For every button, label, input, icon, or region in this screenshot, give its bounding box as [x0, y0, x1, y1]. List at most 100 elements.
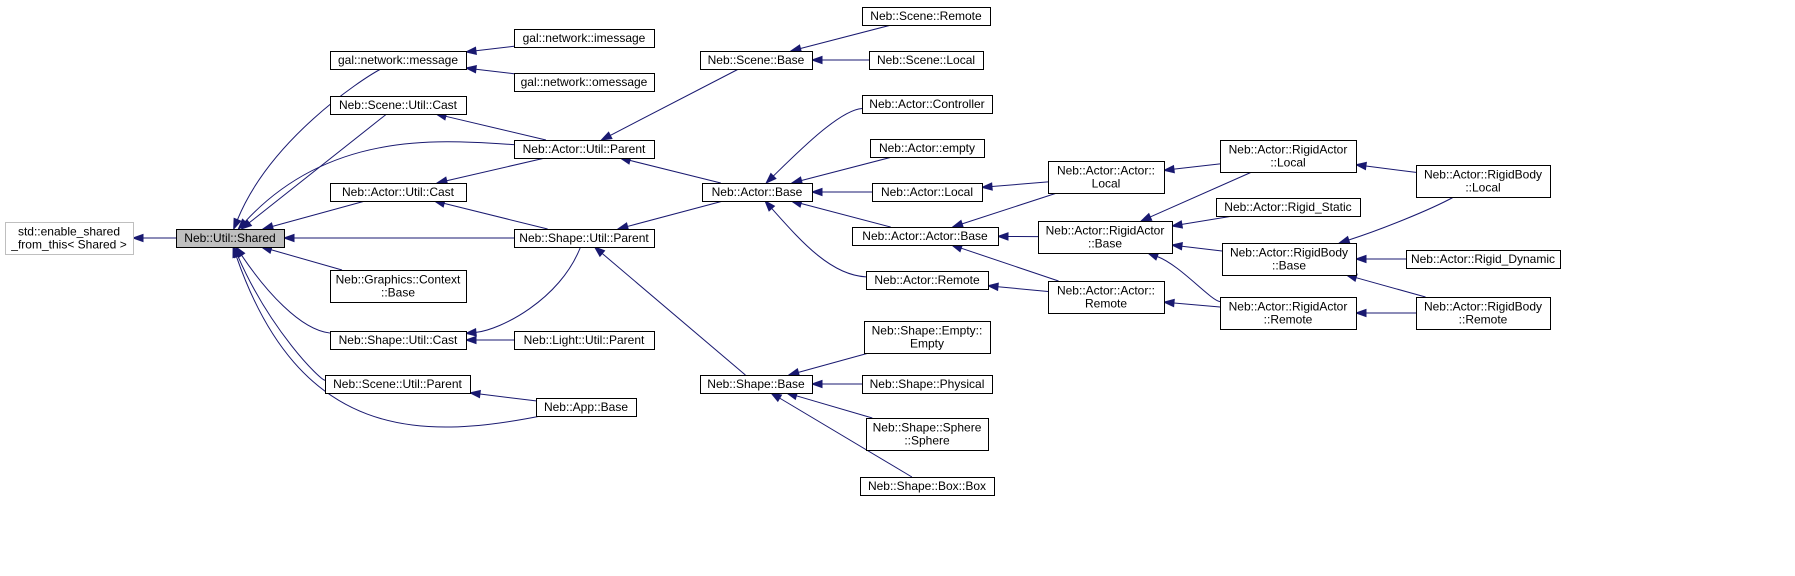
edge-line	[244, 141, 515, 223]
node-label: Neb::Actor::Remote	[874, 273, 980, 287]
edge-line	[443, 202, 548, 230]
class-node-app-base[interactable]: Neb::App::Base	[536, 398, 637, 417]
class-node-shape-parent[interactable]: Neb::Shape::Util::Parent	[514, 229, 655, 248]
class-node-shape-box[interactable]: Neb::Shape::Box::Box	[860, 477, 995, 496]
arrow-head	[810, 379, 823, 389]
node-label: Remote	[1085, 297, 1127, 311]
node-box	[702, 183, 813, 202]
class-node-rigidbody-remote[interactable]: Neb::Actor::RigidBody::Remote	[1416, 297, 1551, 330]
class-node-rigidbody-base[interactable]: Neb::Actor::RigidBody::Base	[1222, 243, 1357, 276]
class-node-shape-empty[interactable]: Neb::Shape::Empty::Empty	[864, 321, 991, 354]
class-node-actor-parent[interactable]: Neb::Actor::Util::Parent	[514, 140, 655, 159]
node-box	[1216, 198, 1361, 217]
node-label: Local	[1092, 177, 1121, 191]
edge-line	[1181, 215, 1234, 225]
node-label: std::enable_shared	[18, 225, 120, 239]
class-node-actor-base[interactable]: Neb::Actor::Base	[702, 183, 813, 202]
arrow-head	[131, 233, 144, 243]
class-node-rigid-dynamic[interactable]: Neb::Actor::Rigid_Dynamic	[1406, 250, 1561, 269]
edge-line	[601, 253, 746, 376]
class-node-shape-physical[interactable]: Neb::Shape::Physical	[862, 375, 993, 394]
node-box	[330, 270, 467, 303]
inheritance-edge-shape_box-to-shape_base	[769, 392, 913, 478]
node-label: Neb::Actor::Actor::	[1057, 284, 1155, 298]
node-box	[330, 331, 467, 350]
node-box	[1220, 140, 1357, 173]
node-label: Neb::Actor::RigidActor	[1046, 224, 1165, 238]
arrow-head	[810, 55, 823, 65]
class-node-shape-sphere[interactable]: Neb::Shape::Sphere::Sphere	[866, 418, 989, 451]
class-node-rigidactor-remote[interactable]: Neb::Actor::RigidActor::Remote	[1220, 297, 1357, 330]
inheritance-edge-actor_controller-to-actor_base	[765, 107, 863, 185]
class-node-rigid-static[interactable]: Neb::Actor::Rigid_Static	[1216, 198, 1361, 217]
node-box	[1416, 165, 1551, 198]
class-node-rigidactor-base[interactable]: Neb::Actor::RigidActor::Base	[1038, 221, 1173, 254]
class-node-enable-shared[interactable]: std::enable_shared_from_this< Shared >	[5, 222, 134, 255]
arrow-head	[789, 44, 803, 53]
class-node-gal-message[interactable]: gal::network::message	[330, 51, 467, 70]
inheritance-edge-gal_message-to-shared	[233, 68, 382, 231]
node-label: Neb::Actor::RigidBody	[1424, 168, 1542, 182]
class-node-actor-empty[interactable]: Neb::Actor::empty	[870, 139, 985, 158]
edge-line	[610, 68, 739, 136]
edge-line	[475, 68, 515, 75]
arrow-head	[1170, 220, 1184, 229]
node-box	[330, 183, 467, 202]
class-node-rigidbody-local[interactable]: Neb::Actor::RigidBody::Local	[1416, 165, 1551, 198]
edge-line	[1157, 256, 1221, 303]
inheritance-edge-actor_local-to-actor_base	[810, 187, 872, 197]
class-node-rigidactor-local[interactable]: Neb::Actor::RigidActor::Local	[1220, 140, 1357, 173]
class-node-actor-cast[interactable]: Neb::Actor::Util::Cast	[330, 183, 467, 202]
arrow-head	[980, 182, 993, 191]
inheritance-edge-gal_imessage-to-gal_message	[464, 45, 515, 56]
node-box	[514, 229, 655, 248]
class-node-shape-cast[interactable]: Neb::Shape::Util::Cast	[330, 331, 467, 350]
class-node-actor-actor-base[interactable]: Neb::Actor::Actor::Base	[852, 227, 999, 246]
node-label: ::Base	[381, 286, 415, 300]
node-box	[325, 375, 471, 394]
node-label: Neb::Actor::Rigid_Static	[1224, 200, 1351, 214]
class-node-actor-controller[interactable]: Neb::Actor::Controller	[862, 95, 993, 114]
node-label: Neb::Actor::RigidActor	[1229, 143, 1348, 157]
node-label: gal::network::imessage	[523, 31, 646, 45]
arrow-head	[600, 131, 613, 141]
arrow-head	[593, 246, 606, 258]
edges-layer	[131, 24, 1454, 478]
inheritance-edge-actor_actor_local-to-actor_local	[980, 181, 1049, 191]
node-box	[700, 51, 813, 70]
node-box	[176, 229, 285, 248]
node-box	[872, 183, 983, 202]
class-node-actor-remote[interactable]: Neb::Actor::Remote	[866, 271, 989, 290]
edge-line	[1348, 196, 1454, 241]
class-node-scene-parent[interactable]: Neb::Scene::Util::Parent	[325, 375, 471, 394]
class-node-shape-base[interactable]: Neb::Shape::Base	[700, 375, 813, 394]
class-node-scene-base[interactable]: Neb::Scene::Base	[700, 51, 813, 70]
inheritance-edge-scene_parent-to-shared	[233, 245, 326, 381]
arrow-head	[1354, 308, 1367, 318]
node-box	[514, 331, 655, 350]
edge-line	[1355, 277, 1426, 298]
class-node-shared[interactable]: Neb::Util::Shared	[176, 229, 285, 248]
class-node-actor-local[interactable]: Neb::Actor::Local	[872, 183, 983, 202]
node-label: Neb::Actor::Base	[712, 185, 803, 199]
edge-line	[801, 156, 893, 181]
inheritance-edge-actor_parent-to-shared	[237, 141, 515, 231]
arrow-head	[810, 187, 823, 197]
class-node-graphics-context[interactable]: Neb::Graphics::Context::Base	[330, 270, 467, 303]
class-node-actor-actor-local[interactable]: Neb::Actor::Actor::Local	[1048, 161, 1165, 194]
class-node-gal-imessage[interactable]: gal::network::imessage	[514, 29, 655, 48]
edge-line	[961, 247, 1059, 282]
class-node-scene-cast[interactable]: Neb::Scene::Util::Cast	[330, 96, 467, 115]
class-node-scene-remote[interactable]: Neb::Scene::Remote	[862, 7, 991, 26]
edge-line	[771, 208, 867, 278]
class-node-actor-actor-remote[interactable]: Neb::Actor::Actor::Remote	[1048, 281, 1165, 314]
class-node-scene-local[interactable]: Neb::Scene::Local	[869, 51, 984, 70]
inheritance-edge-actor_parent-to-actor_cast	[435, 157, 546, 185]
arrow-head	[765, 172, 777, 185]
node-box	[1048, 281, 1165, 314]
node-label: Neb::Scene::Remote	[870, 9, 982, 23]
class-node-gal-omessage[interactable]: gal::network::omessage	[514, 73, 655, 92]
class-node-light-parent[interactable]: Neb::Light::Util::Parent	[514, 331, 655, 350]
edge-line	[796, 395, 873, 419]
